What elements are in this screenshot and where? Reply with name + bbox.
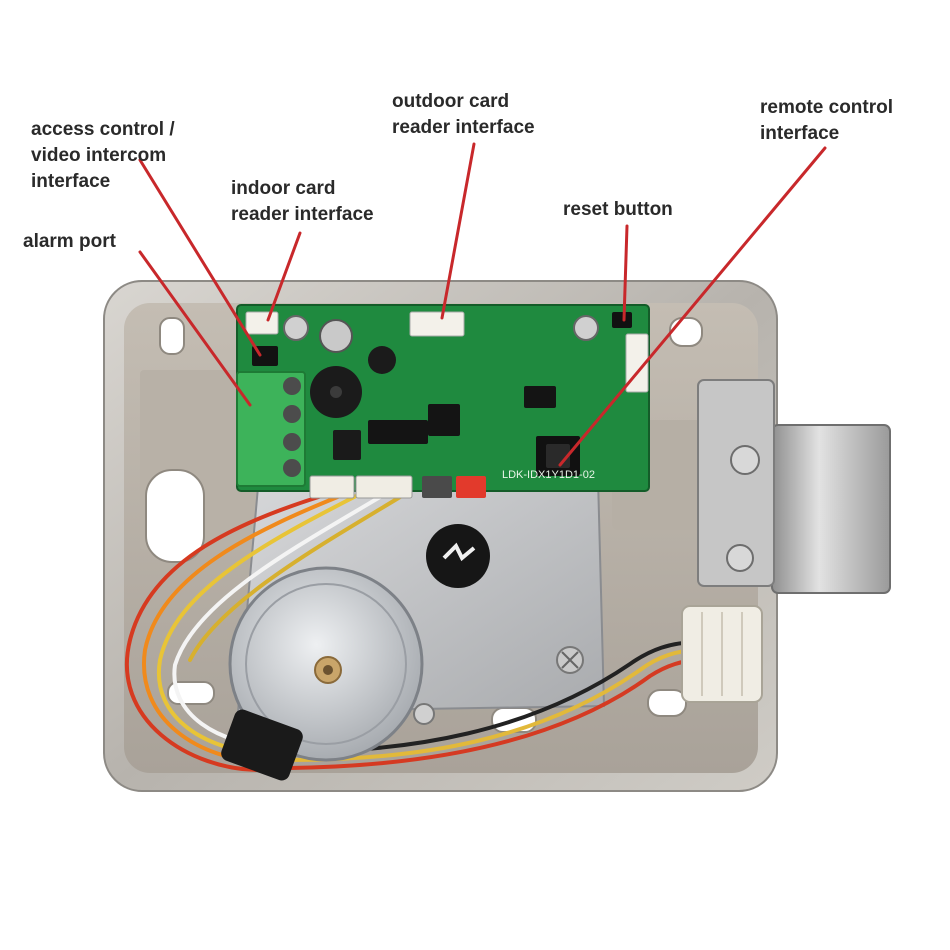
label-line: reader interface — [392, 117, 535, 138]
pointer-outdoor-card — [440, 142, 476, 320]
label-access-control: access control / video intercom interfac… — [31, 117, 175, 195]
label-line: video intercom — [31, 145, 167, 166]
label-line: reader interface — [231, 204, 374, 225]
pointer-remote-control — [558, 146, 827, 467]
label-line: remote control — [760, 97, 894, 118]
label-line: reset button — [563, 199, 673, 220]
label-line: access control / — [31, 119, 175, 140]
label-outdoor-card: outdoor card reader interface — [392, 89, 535, 141]
stepper-motor — [221, 566, 435, 781]
white-connector — [681, 605, 763, 703]
label-indoor-card: indoor card reader interface — [231, 176, 374, 228]
circuit-board: LDK-IDX1Y1D1-02 — [236, 304, 650, 499]
board-silkscreen: LDK-IDX1Y1D1-02 — [502, 469, 595, 481]
label-line: indoor card — [231, 178, 336, 199]
pointer-alarm-port — [138, 250, 252, 407]
label-line: interface — [760, 123, 840, 144]
pointer-indoor-card — [266, 231, 302, 322]
label-reset-button: reset button — [563, 197, 673, 223]
latch-bolt — [697, 379, 891, 594]
label-alarm-port: alarm port — [23, 229, 116, 255]
label-remote-control: remote control interface — [760, 95, 893, 147]
label-line: alarm port — [23, 231, 116, 252]
pointer-lines — [138, 142, 827, 467]
pointer-access-control — [138, 158, 262, 357]
label-line: interface — [31, 171, 111, 192]
pointer-reset-button — [622, 224, 629, 322]
label-line: outdoor card — [392, 91, 510, 112]
